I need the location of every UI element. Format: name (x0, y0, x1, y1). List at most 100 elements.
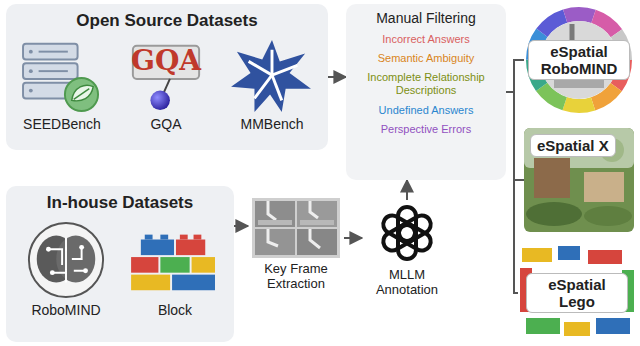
icon-part (526, 202, 582, 226)
icon-part (48, 238, 85, 283)
icon (12, 220, 120, 300)
icon-part (29, 89, 33, 93)
icon-part (72, 85, 93, 101)
icon-part (526, 318, 560, 334)
icon-part (534, 158, 570, 198)
filter-criterion: Incorrect Answers (354, 33, 498, 46)
mmb-icon (220, 38, 324, 114)
icon-part (83, 268, 88, 273)
icon-part (145, 235, 153, 240)
icon-part (176, 240, 205, 256)
icon-part (180, 235, 188, 240)
icon-part (65, 78, 98, 111)
logo-text: GQA (118, 44, 214, 77)
icon-part (380, 212, 418, 245)
icon (122, 220, 228, 300)
icon (12, 38, 112, 114)
icon-part (297, 229, 337, 255)
openai-icon (362, 200, 452, 266)
icon-part (29, 69, 33, 73)
icon-part (131, 275, 170, 291)
seed-icon (12, 38, 112, 114)
dataset-item: MMBench (220, 38, 324, 132)
icon-part (524, 128, 634, 232)
output-dataset: eSpatial Lego (518, 244, 636, 342)
icon: GQA (118, 38, 214, 114)
dataset-item: Block (122, 220, 228, 318)
brain-icon (12, 220, 120, 300)
icon-part (564, 322, 590, 336)
item-label: GQA (150, 116, 181, 132)
connector (406, 180, 408, 200)
item-label: RoboMIND (31, 302, 100, 318)
icon-part (160, 257, 189, 273)
dataset-item: Key Frame Extraction (248, 196, 344, 292)
item-label: Block (158, 302, 192, 318)
frames-icon (248, 196, 344, 260)
icon-part (258, 220, 292, 225)
icon (362, 200, 452, 266)
item-label: Key Frame Extraction (248, 262, 344, 292)
icon-part (141, 240, 174, 256)
dataset-panel: Open Source DatasetsSEEDBench GQA GQA MMBen… (6, 4, 328, 150)
icon-part (596, 318, 630, 334)
dataset-item: MLLM Annotation (362, 200, 452, 298)
connector (328, 76, 346, 78)
icon-part (29, 223, 103, 297)
icon-part (74, 89, 90, 100)
panel-title: Open Source Datasets (6, 4, 328, 31)
icon-part (588, 250, 622, 264)
filter-criterion: Incomplete Relationship Descriptions (354, 71, 498, 97)
icon-part (252, 198, 340, 258)
block-icon (122, 220, 228, 300)
item-label: MLLM Annotation (362, 268, 452, 298)
icon-part (297, 201, 337, 227)
icon-part (194, 235, 202, 240)
icon-part (150, 91, 169, 110)
dataset-name: eSpatial RoboMIND (528, 40, 630, 81)
icon-part (231, 40, 311, 112)
icon-part (39, 70, 68, 72)
icon-part (522, 248, 552, 262)
connector (234, 225, 248, 227)
icon-part (255, 229, 295, 255)
connector (344, 237, 362, 239)
icon-part (249, 61, 298, 75)
item-label: SEEDBench (23, 116, 101, 132)
panel-title: In-house Datasets (6, 186, 234, 213)
connector (506, 92, 518, 293)
icon-part (584, 206, 632, 226)
icon-part (79, 245, 84, 250)
filter-box: Manual FilteringIncorrect AnswersSemanti… (346, 4, 506, 180)
icon-part (272, 75, 282, 100)
dataset-item: GQA GQA (118, 38, 214, 132)
icon (248, 196, 344, 260)
icon-part (23, 63, 78, 79)
output-dataset: eSpatial RoboMIND (524, 4, 634, 116)
icon-part (46, 247, 51, 252)
icon (220, 38, 324, 114)
dataset-item: RoboMIND (12, 220, 120, 318)
filter-title: Manual Filtering (354, 10, 498, 27)
filter-criterion: Undefined Answers (354, 104, 498, 117)
dataset-panel: In-house DatasetsRoboMIND Block (6, 186, 234, 342)
dataset-name: eSpatial Lego (526, 273, 628, 314)
icon-part (160, 235, 168, 240)
item-label: MMBench (240, 116, 303, 132)
icon-part (172, 275, 215, 291)
dataset-name: eSpatial X (530, 134, 616, 157)
connector (506, 60, 524, 92)
icon-part (131, 257, 158, 273)
icon-part (558, 246, 580, 260)
icon-part (29, 50, 33, 54)
output-dataset: eSpatial X (524, 128, 634, 232)
filter-criterion: Perspective Errors (354, 123, 498, 136)
icon-part (39, 51, 68, 53)
dataset-item: SEEDBench (12, 38, 112, 132)
icon-part (50, 270, 55, 275)
icon-part (23, 44, 78, 60)
icon-part (380, 207, 434, 259)
icon-part (300, 220, 334, 225)
icon-part (518, 244, 636, 342)
